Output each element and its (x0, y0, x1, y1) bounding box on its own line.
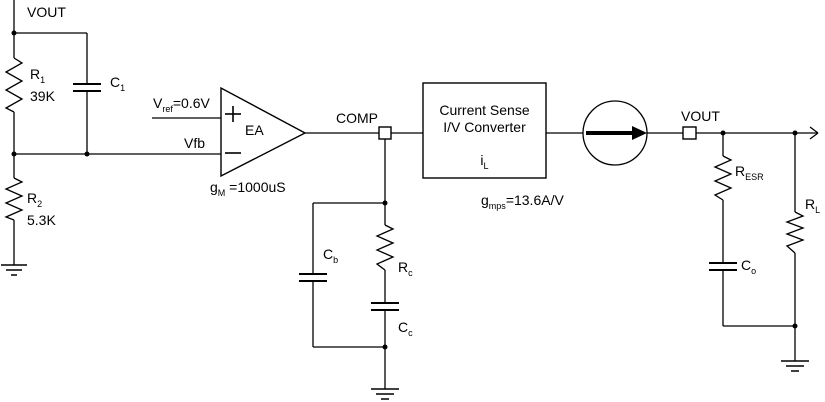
rc-label: Rc (398, 259, 413, 278)
comp-label: COMP (336, 110, 378, 126)
r1-value: 39K (30, 88, 55, 104)
capacitor-co-right (709, 262, 737, 271)
rl-label: RL (805, 196, 821, 215)
r2-value: 5.3K (27, 212, 56, 228)
junction-dots (11, 30, 798, 350)
resistor-resr (713, 155, 733, 201)
co-right-label: Co (741, 257, 757, 276)
capacitor-cb (299, 273, 327, 282)
converter-line1: Current Sense (439, 102, 530, 118)
capacitor-cc (371, 302, 399, 311)
ground-icon (781, 360, 809, 372)
r1-label: R1 (30, 66, 46, 85)
arrow-right-icon (809, 126, 819, 140)
resistor-r1 (4, 57, 24, 113)
converter-line2: I/V Converter (443, 119, 526, 135)
comp-pin-square (378, 126, 392, 140)
cc-label: Cc (398, 319, 413, 338)
c1-label: C1 (110, 74, 126, 93)
ea-label: EA (245, 122, 264, 138)
resistor-rc (375, 224, 395, 271)
vfb-label: Vfb (184, 135, 206, 151)
gmps-label: gmps=13.6A/V (481, 192, 564, 211)
vout-pin-square (682, 126, 697, 140)
ground-icon (1, 264, 27, 276)
resr-label: RESR (735, 163, 764, 182)
opamp-triangle (220, 86, 307, 178)
opamp-ea (220, 86, 307, 178)
r2-label: R2 (27, 190, 43, 209)
vref-label: Vref=0.6V (153, 95, 210, 114)
ground-icon (371, 388, 399, 400)
vout-top-label: VOUT (27, 4, 66, 20)
gm-label: gM =1000uS (210, 179, 286, 198)
converter-box (422, 82, 547, 179)
wires (13, 0, 817, 389)
current-source-icon (582, 100, 648, 166)
il-label: iL (480, 152, 489, 171)
capacitor-c1 (73, 83, 101, 92)
resistor-r2 (4, 177, 24, 221)
plus-icon (225, 106, 241, 122)
cb-label: Cb (323, 246, 339, 265)
vout-right-label: VOUT (681, 108, 720, 124)
resistor-rl (785, 211, 805, 254)
